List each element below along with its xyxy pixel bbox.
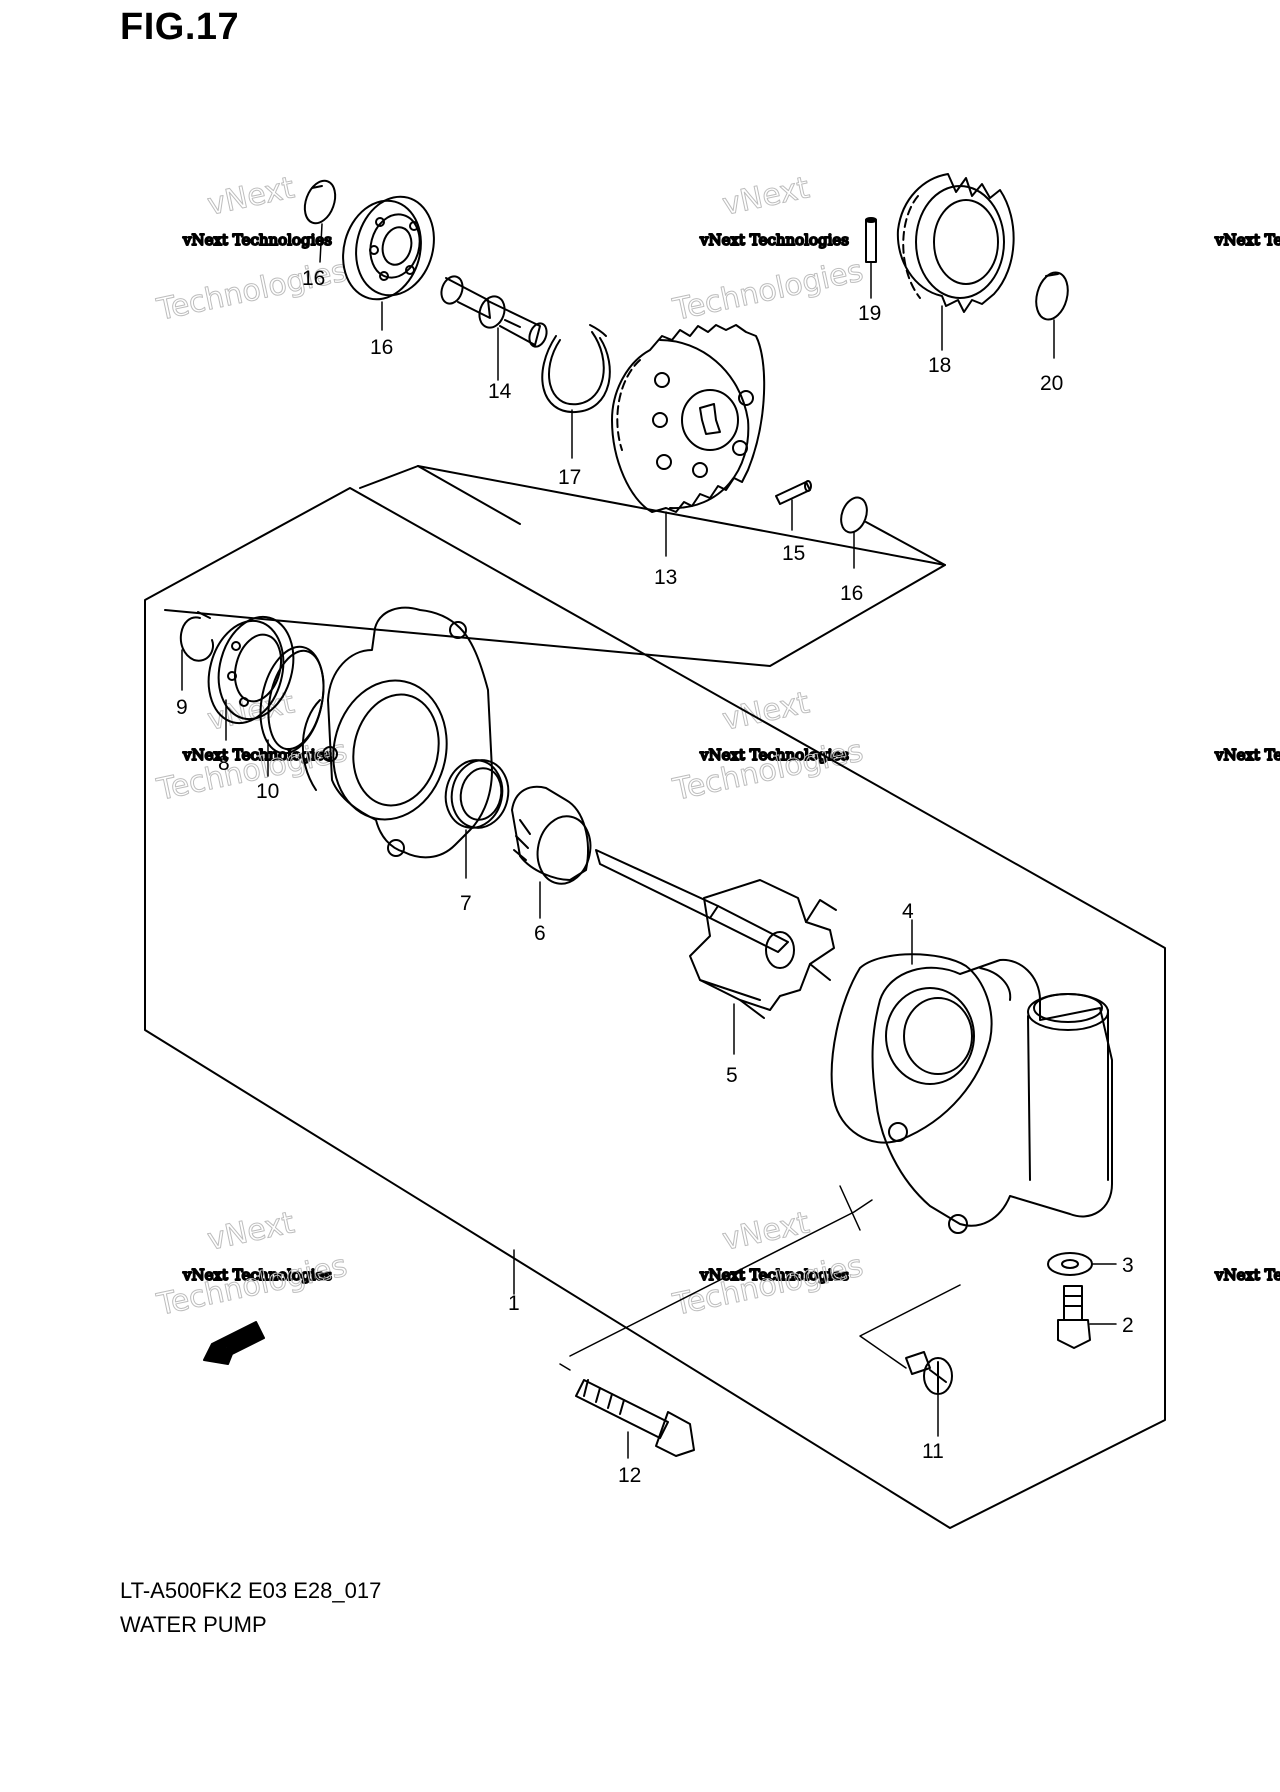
svg-text:Technologies: Technologies — [669, 254, 866, 329]
callout-6: 6 — [534, 922, 546, 945]
svg-text:vNext: vNext — [719, 1205, 812, 1258]
top-box-connector — [359, 465, 419, 489]
washer-3 — [1047, 1252, 1093, 1276]
watermark-5: vNext Technologies vNext Technologies — [153, 1205, 351, 1324]
callout-13: 13 — [654, 566, 677, 589]
callout-19: 18 — [928, 354, 951, 377]
svg-text:Technologies: Technologies — [153, 254, 350, 329]
watermark-4: vNext Technologies vNext Technologies — [669, 685, 867, 809]
callout-11: 11 — [922, 1440, 944, 1463]
watermark-6: vNext Technologies vNext Technologies — [669, 1205, 867, 1324]
callout-17: 16 — [370, 336, 393, 359]
callout-20: 19 — [858, 302, 881, 325]
circlip-18 — [541, 324, 611, 414]
o-ring-10 — [259, 645, 325, 755]
callout-12: 12 — [618, 1464, 641, 1487]
assembly-box — [144, 465, 1166, 1529]
impeller-shaft-5 — [595, 849, 837, 1019]
pump-cover — [871, 958, 1113, 1234]
svg-text:Technologies: Technologies — [669, 734, 866, 809]
callout-3: 3 — [1122, 1254, 1134, 1277]
callout-labels: 16 16 14 17 13 15 16 19 18 20 9 8 10 7 6… — [176, 267, 1134, 1487]
gasket-4 — [830, 953, 993, 1144]
callout-8: 8 — [218, 752, 230, 775]
leader-lines — [181, 223, 1117, 1459]
circlip-9 — [179, 611, 214, 662]
pin-15 — [775, 480, 812, 505]
callout-21: 20 — [1040, 372, 1063, 395]
svg-text:vNext: vNext — [719, 685, 812, 738]
callout-15: 15 — [782, 542, 805, 565]
callout-16-mid: 16 — [840, 582, 863, 605]
bearing-8 — [207, 615, 295, 725]
callout-5: 5 — [726, 1064, 738, 1087]
bearing-17 — [342, 195, 435, 301]
svg-text:Technologies: Technologies — [153, 1249, 350, 1324]
svg-text:Technologies: Technologies — [153, 734, 350, 809]
mechanical-seal-6 — [511, 785, 592, 885]
callout-9: 9 — [176, 696, 188, 719]
svg-text:vNext Technologies: vNext Technologies — [699, 231, 849, 249]
callout-2: 2 — [1122, 1314, 1134, 1337]
bolt-12 — [575, 1379, 695, 1457]
svg-text:vNext: vNext — [719, 170, 812, 223]
gear-shaft-14 — [440, 275, 548, 348]
svg-text:vNext Technologies: vNext Technologies — [182, 231, 332, 249]
figure-name: WATER PUMP — [120, 1612, 267, 1637]
callout-7: 7 — [460, 892, 472, 915]
pin-20 — [865, 217, 877, 263]
callout-10: 10 — [256, 780, 279, 803]
svg-text:vNext Technologies: vNext Technologies — [182, 1266, 332, 1284]
circlip-16-top — [303, 179, 337, 225]
svg-text:vNext Technologies: vNext Technologies — [1214, 231, 1280, 249]
fwd-arrow: FWD — [203, 1321, 265, 1365]
callout-16-top: 16 — [302, 267, 325, 290]
watermark-7: vNext Technologies vNext Technologies vN… — [1213, 230, 1280, 1285]
svg-text:vNext Technologies: vNext Technologies — [699, 746, 849, 764]
callout-14: 14 — [488, 380, 512, 403]
circlip-21 — [1035, 271, 1069, 321]
figure-code: LT-A500FK2 E03 E28_017 — [120, 1578, 382, 1603]
bolt-2 — [1057, 1285, 1091, 1349]
svg-text:vNext: vNext — [204, 1205, 297, 1258]
svg-text:vNext Technologies: vNext Technologies — [699, 1266, 849, 1284]
screw-11 — [905, 1351, 953, 1395]
pump-casing — [301, 606, 493, 859]
svg-text:Technologies: Technologies — [669, 1249, 866, 1324]
pump-gear-13 — [611, 324, 766, 513]
callout-1: 1 — [508, 1292, 520, 1315]
svg-text:vNext Technologies: vNext Technologies — [1214, 746, 1280, 764]
watermark-2: vNext Technologies vNext Technologies — [669, 170, 867, 329]
callout-18: 17 — [558, 466, 581, 489]
figure-title: FIG.17 — [120, 6, 240, 48]
svg-text:vNext Technologies: vNext Technologies — [1214, 1266, 1280, 1284]
circlip-16-mid — [840, 496, 946, 566]
svg-text:vNext: vNext — [204, 170, 297, 223]
oil-seal-7 — [444, 759, 510, 829]
callout-4: 4 — [902, 900, 914, 923]
gear-19 — [896, 173, 1015, 313]
